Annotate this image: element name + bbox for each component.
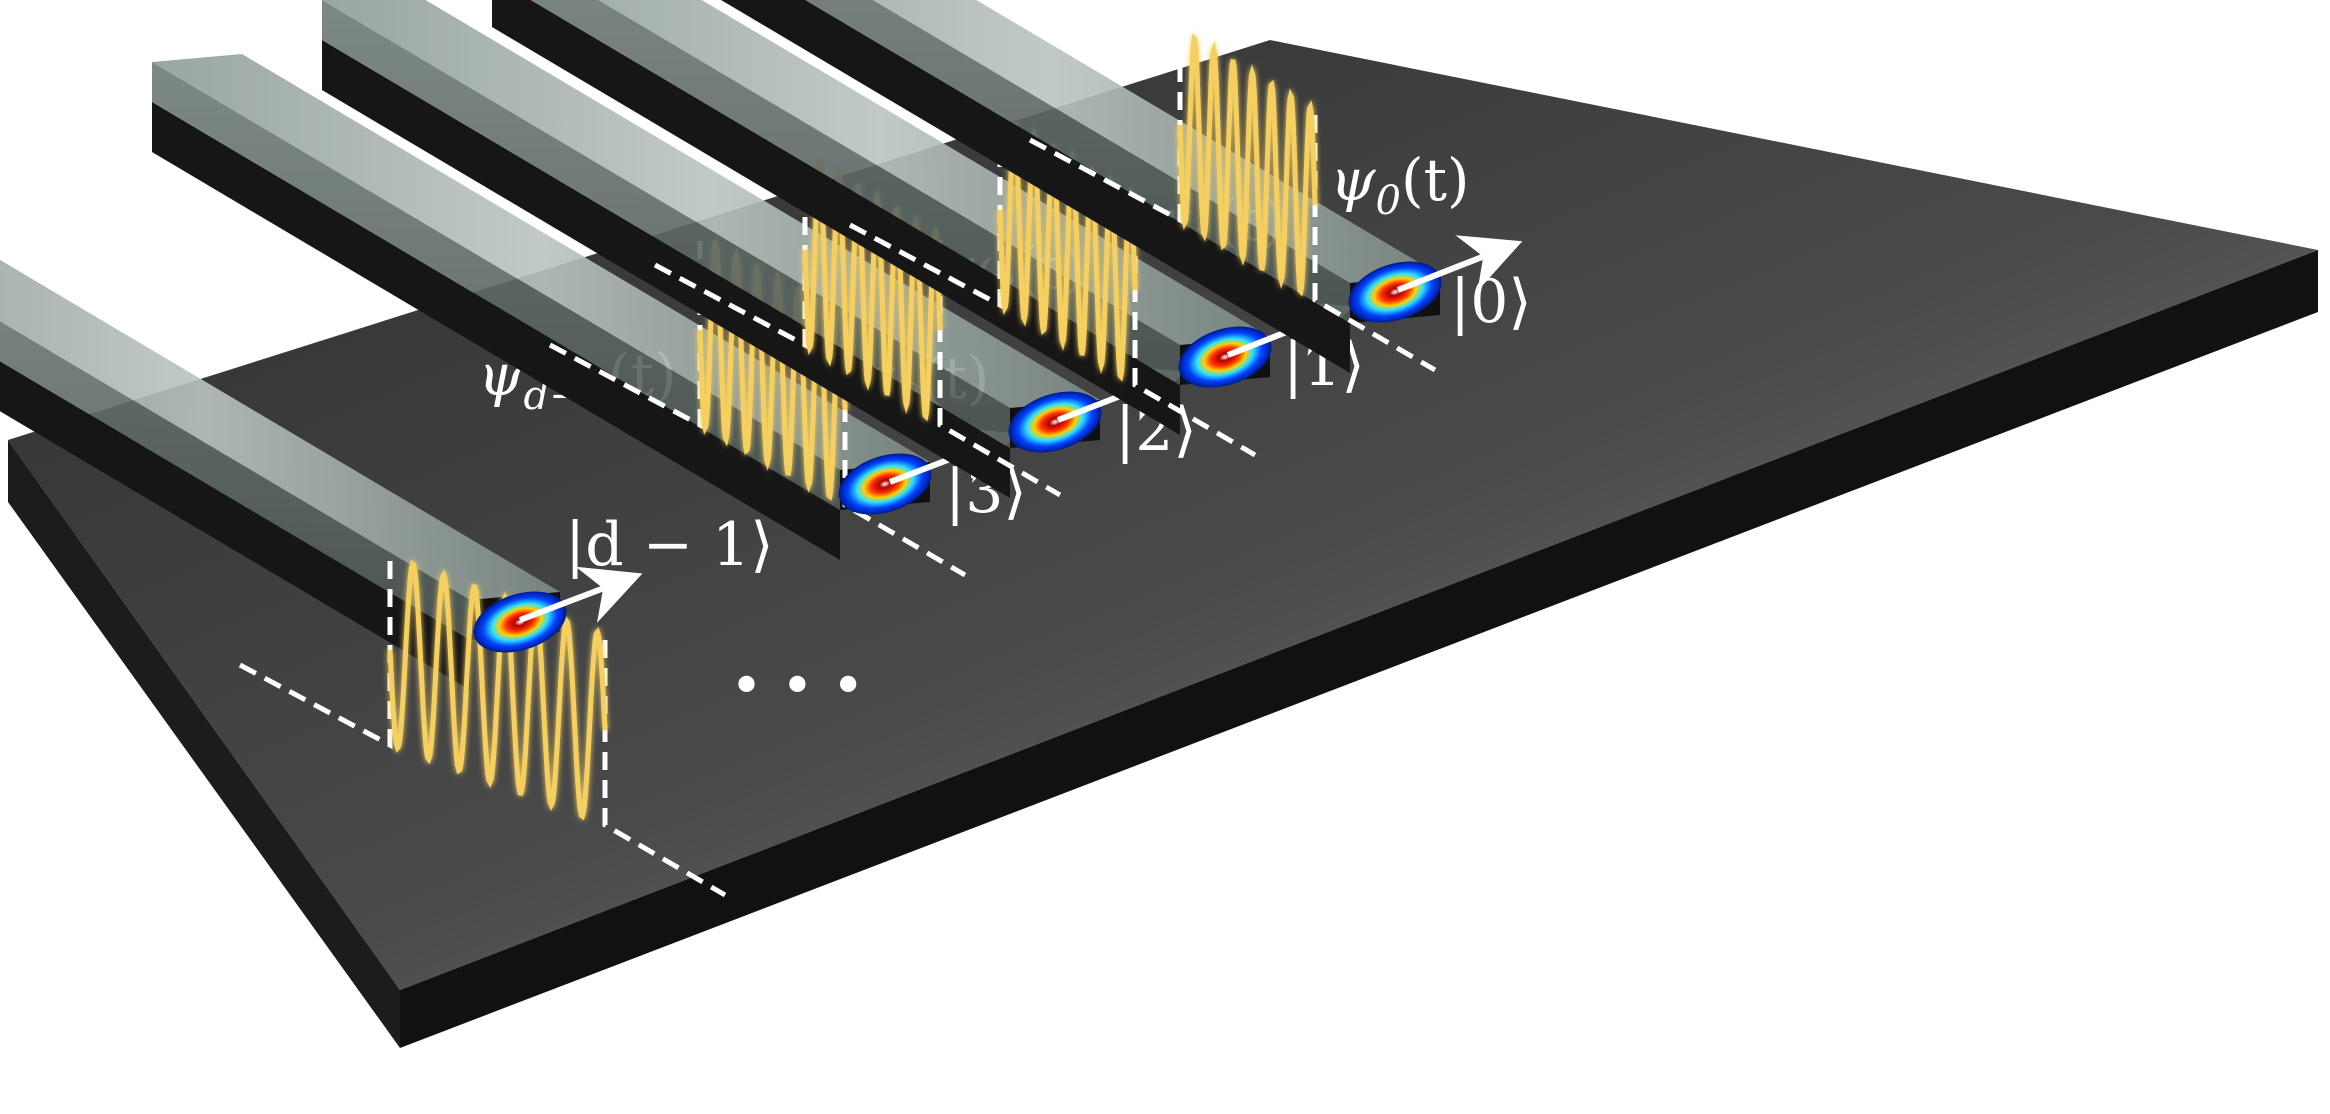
waveguide-side bbox=[152, 62, 840, 510]
waveguide-side bbox=[530, 0, 1180, 385]
waveguide-base bbox=[721, 0, 1350, 373]
psi-label: ψ0(t) bbox=[1330, 146, 1470, 224]
waveguide-top bbox=[152, 54, 930, 470]
channel-1: ψ3(t)|3⟩ bbox=[152, 54, 1027, 578]
waveguide-side bbox=[805, 0, 1350, 323]
waveguide-base bbox=[492, 0, 1180, 435]
ellipsis-dots: • • • bbox=[730, 654, 865, 719]
mode-profile bbox=[473, 591, 567, 653]
waveguide-top bbox=[0, 259, 560, 600]
waveguide-top bbox=[322, 0, 1100, 408]
psi-argument: (t) bbox=[1401, 146, 1470, 214]
waveguide-side bbox=[0, 321, 470, 640]
substrate-right bbox=[400, 250, 2318, 1048]
waveguide-top bbox=[598, 0, 1270, 345]
ket-label: |0⟩ bbox=[1450, 267, 1532, 337]
psi-subscript: 0 bbox=[1375, 178, 1400, 224]
waveguide-base bbox=[0, 361, 470, 690]
waveguide-side bbox=[322, 0, 1010, 448]
channel-group: ψd−1(t)|d − 1⟩ψ3(t)|3⟩ψ2(t)|2⟩ψ1(t)|1⟩ψ0… bbox=[0, 0, 1532, 898]
channel-0: ψd−1(t)|d − 1⟩ bbox=[0, 259, 774, 898]
channel-4: ψ0(t) |0⟩ bbox=[721, 0, 1532, 373]
channel-3: ψ1(t)|1⟩ bbox=[492, 0, 1365, 458]
mode-profile bbox=[1178, 326, 1272, 388]
mode-profile bbox=[838, 453, 932, 515]
waveguide-base bbox=[152, 102, 840, 560]
wave-packet bbox=[1177, 33, 1318, 297]
wave-packet bbox=[387, 559, 608, 821]
mode-profile bbox=[1348, 261, 1442, 323]
mode-profile bbox=[1008, 391, 1102, 453]
output-arrow bbox=[518, 566, 643, 623]
output-arrow bbox=[1396, 235, 1523, 293]
substrate-front bbox=[8, 440, 400, 1048]
psi-symbol: ψ bbox=[1330, 146, 1376, 214]
ket-label: |d − 1⟩ bbox=[565, 510, 774, 580]
